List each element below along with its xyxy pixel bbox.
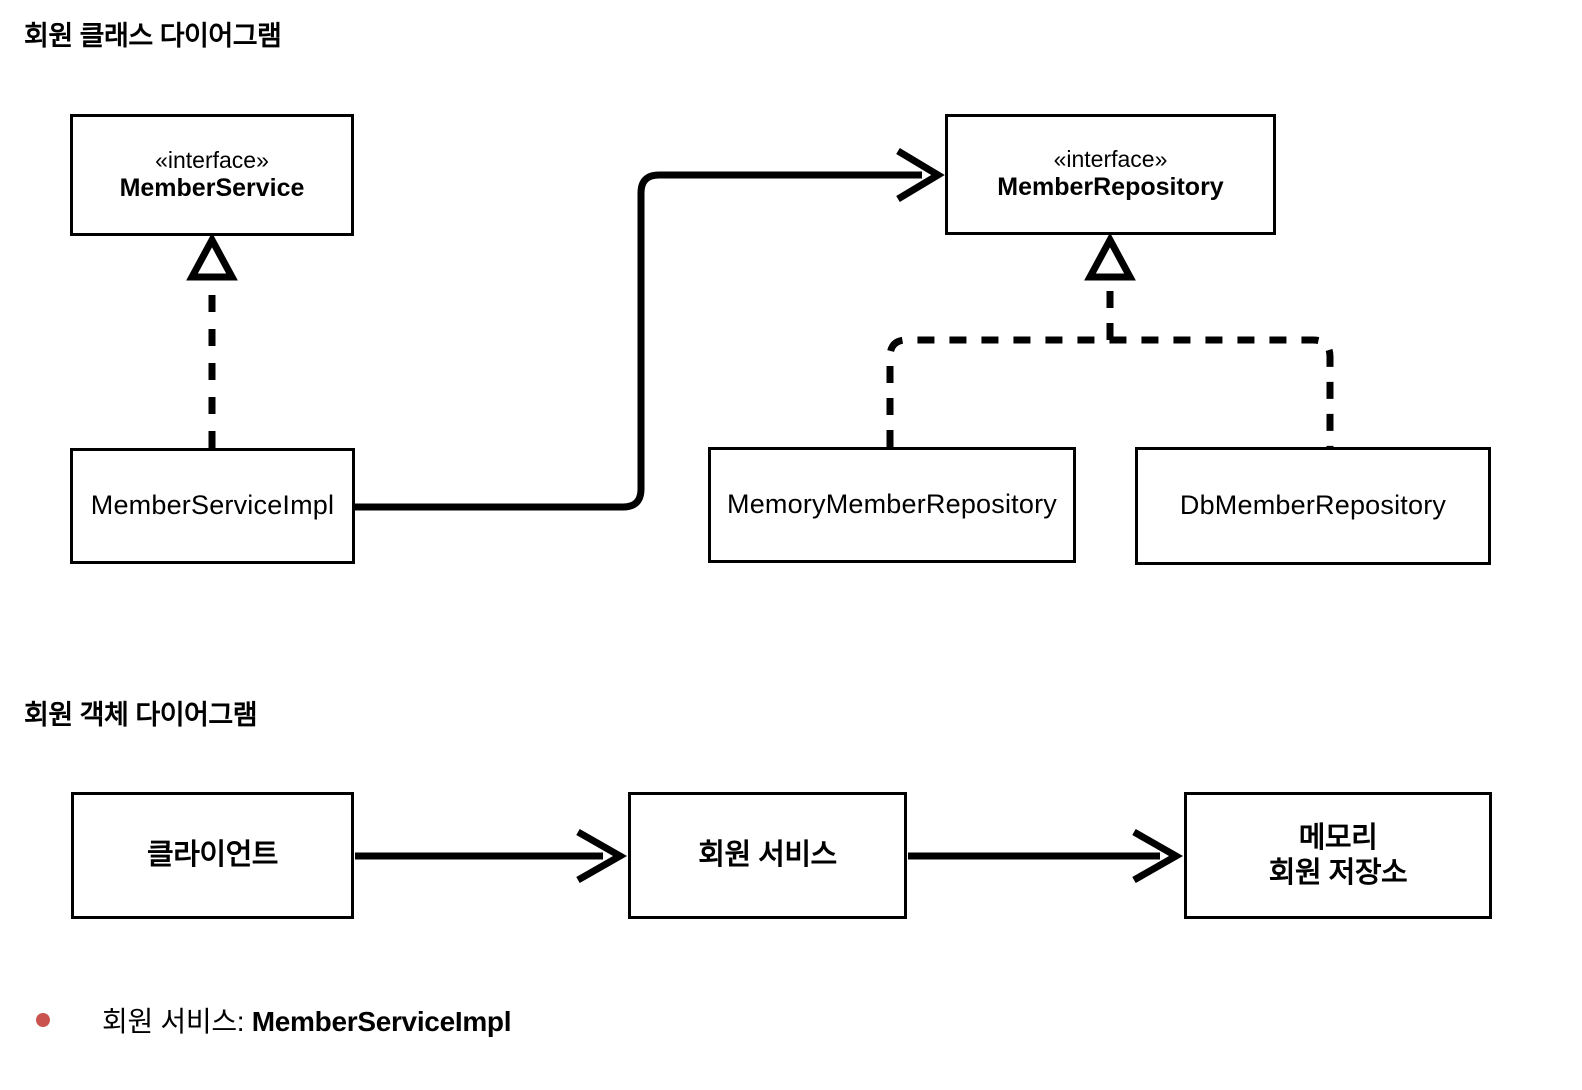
class-node-db-member-repository[interactable]: DbMemberRepository [1135, 447, 1491, 565]
object-name-label-line1: 메모리 [1298, 822, 1378, 855]
stereotype-label: «interface» [1053, 146, 1168, 173]
class-name-label: MemberRepository [997, 173, 1224, 202]
class-node-member-service-impl[interactable]: MemberServiceImpl [70, 448, 355, 564]
bullet-value: MemberServiceImpl [251, 1006, 512, 1037]
class-name-label: DbMemberRepository [1179, 490, 1447, 521]
bullet-list-item: 회원 서비스: MemberServiceImpl [36, 1000, 512, 1040]
bullet-text: 회원 서비스: MemberServiceImpl [102, 1000, 512, 1040]
object-name-label-line2: 회원 저장소 [1268, 856, 1408, 889]
class-name-label: MemoryMemberRepository [727, 489, 1057, 520]
edge-impl-realizes-service [186, 232, 238, 448]
object-name-label: 회원 서비스 [698, 839, 837, 872]
object-diagram-title: 회원 객체 다이어그램 [24, 700, 258, 730]
bullet-dot-icon [36, 1013, 50, 1027]
object-node-client[interactable]: 클라이언트 [71, 792, 354, 919]
class-node-member-service[interactable]: «interface» MemberService [70, 114, 354, 236]
edge-service-to-store [908, 828, 1184, 884]
bullet-label: 회원 서비스: [102, 1006, 252, 1037]
object-name-label: 클라이언트 [147, 839, 278, 872]
class-node-member-repository[interactable]: «interface» MemberRepository [945, 114, 1276, 235]
class-name-label: MemberServiceImpl [90, 490, 335, 521]
stereotype-label: «interface» [155, 146, 269, 173]
class-name-label: MemberService [119, 173, 305, 202]
class-node-memory-member-repository[interactable]: MemoryMemberRepository [708, 447, 1076, 563]
edge-client-to-service [355, 828, 628, 884]
class-diagram-title: 회원 클래스 다이어그램 [24, 21, 282, 51]
object-node-member-service[interactable]: 회원 서비스 [628, 792, 907, 919]
object-node-memory-member-store[interactable]: 메모리 회원 저장소 [1184, 792, 1492, 919]
edge-repos-realize-repository [886, 232, 1334, 447]
